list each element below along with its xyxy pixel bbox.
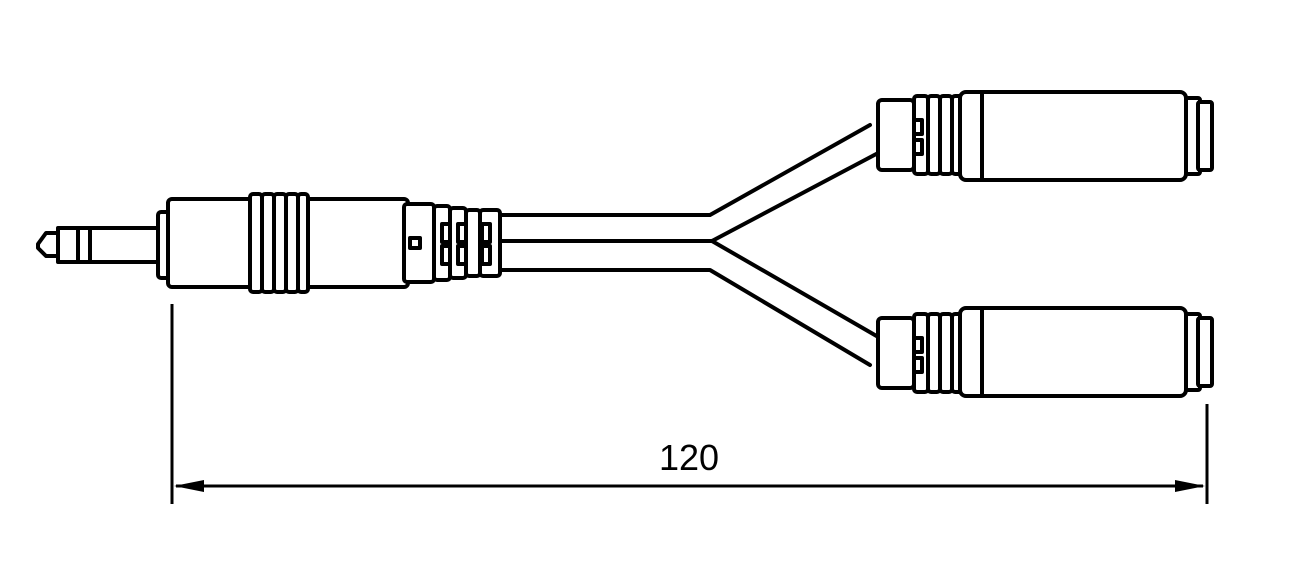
plug-grip-rings — [248, 192, 310, 294]
plug-strain-relief — [402, 202, 502, 284]
overall-length-dimension: 120 — [170, 304, 1209, 504]
jack-top-body — [958, 90, 1188, 182]
y-cable — [498, 123, 882, 367]
plug-tip — [36, 231, 60, 258]
jack-top-strain-relief — [876, 94, 966, 176]
dimension-arrow-left — [174, 480, 204, 492]
female-jack-top — [876, 90, 1214, 182]
plug-shaft — [56, 226, 170, 264]
dimension-arrow-right — [1175, 480, 1205, 492]
female-jack-bottom — [876, 306, 1214, 398]
jack-bottom-body — [958, 306, 1188, 398]
jack-bottom-strain-relief — [876, 312, 966, 394]
male-plug — [36, 192, 502, 294]
dimension-value: 120 — [659, 437, 719, 478]
